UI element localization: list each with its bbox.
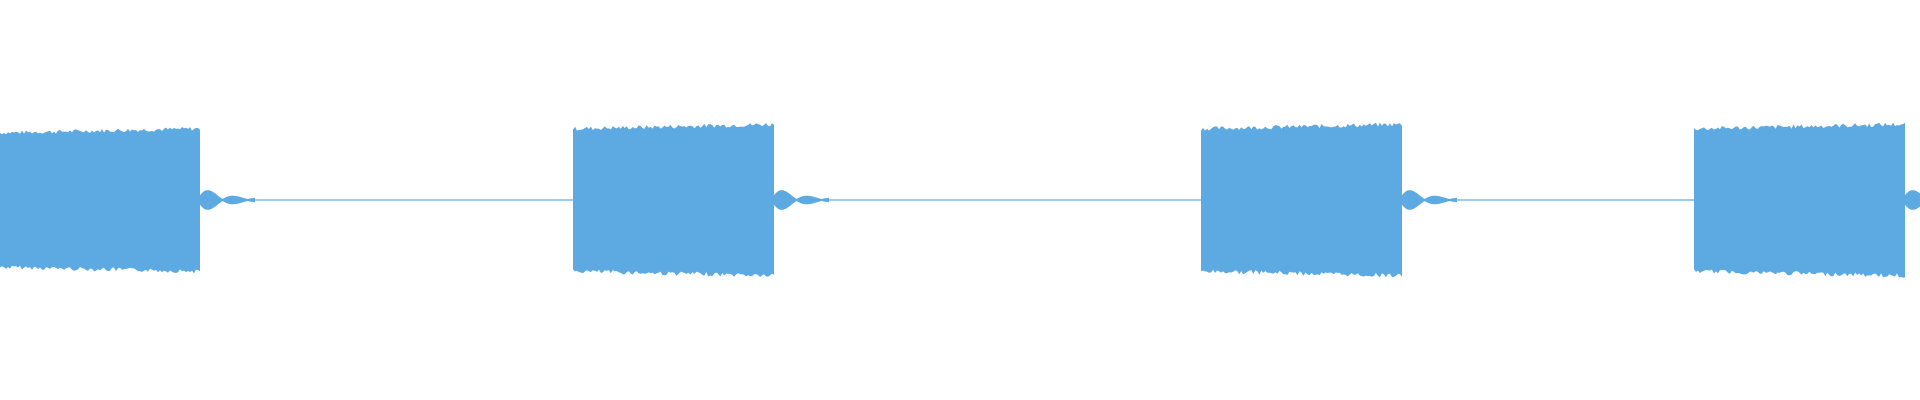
waveform-ripple-4 — [1905, 190, 1920, 210]
waveform-burst-4 — [1694, 111, 1905, 289]
waveform-ripple-1 — [200, 190, 255, 210]
waveform-burst-1 — [0, 99, 200, 301]
waveform-ripple-3 — [1402, 190, 1457, 210]
waveform-burst-2 — [573, 109, 774, 291]
waveform-burst-3 — [1201, 107, 1402, 293]
waveform-ripple-2 — [774, 190, 829, 210]
